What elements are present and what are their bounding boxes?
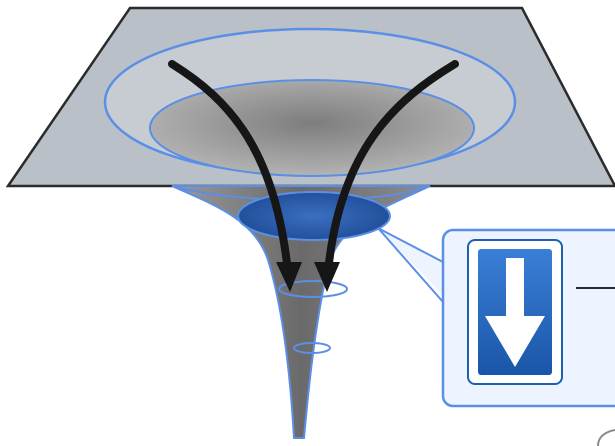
funnel-throat	[238, 192, 390, 240]
one-way-down-arrow-sign-icon	[468, 240, 562, 384]
funnel-inner-bowl	[150, 80, 474, 176]
corner-mark	[598, 430, 615, 446]
